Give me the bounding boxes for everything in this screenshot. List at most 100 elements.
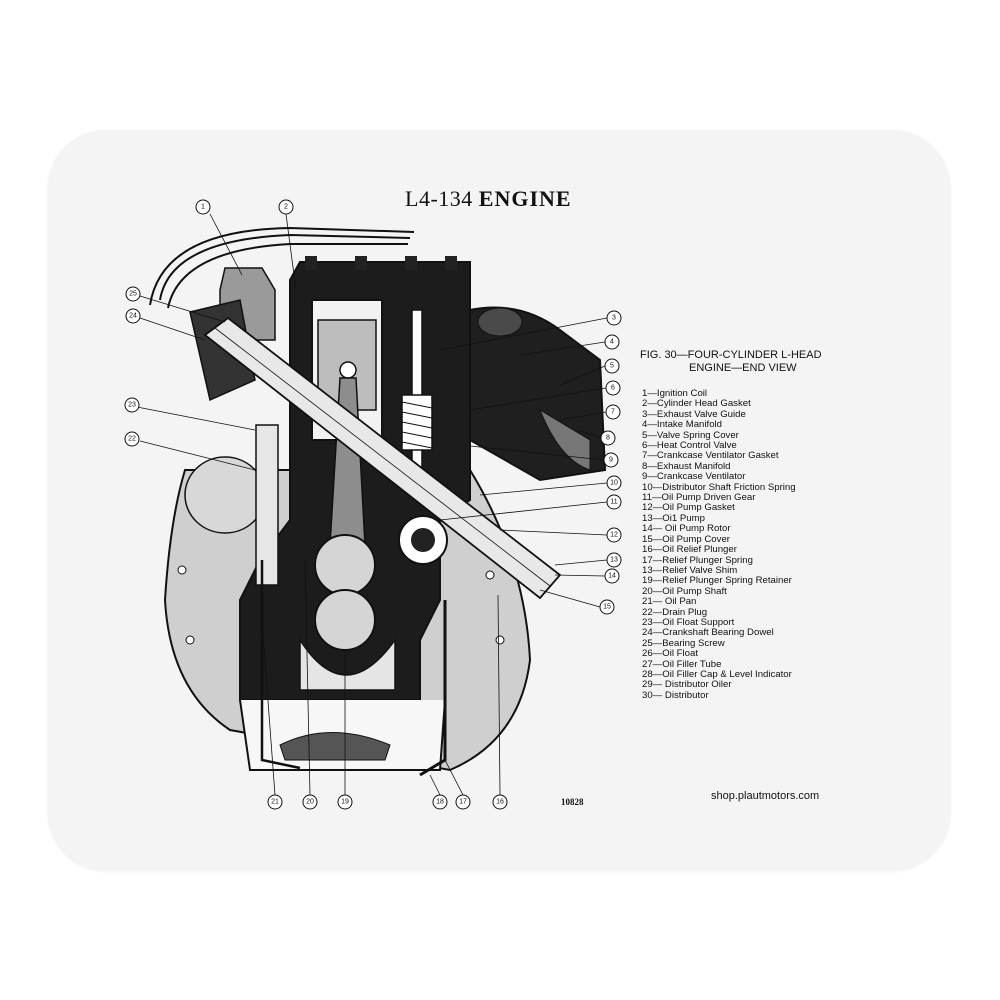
parts-legend: 1—Ignition Coil 2—Cylinder Head Gasket 3… [642,388,796,701]
legend-item: 2—Cylinder Head Gasket [642,398,751,410]
legend-item: 1—Ignition Coil [642,388,708,399]
callout-18: 18 [432,794,448,810]
callout-6: 6 [605,380,621,396]
legend-item: 16—Oil Relief Plunger [642,544,737,556]
legend-item: 15—Oil Pump Cover [642,533,730,545]
callout-14: 14 [604,568,620,584]
head-stud [445,256,457,270]
callout-7: 7 [605,404,621,420]
legend-item: 5—Valve Spring Cover [642,429,739,441]
callout-19: 19 [337,794,353,810]
crankshaft-journal [314,534,376,596]
callout-24: 24 [125,308,141,324]
legend-item: 9—Crankcase Ventilator [642,471,746,483]
callout-21: 21 [267,794,283,810]
callout-label: 16 [496,799,504,806]
housing-bolt [495,635,505,645]
legend-item: 21— Oil Pan [642,596,697,608]
callout-label: 1 [201,204,205,211]
figure-caption-line1: FIG. 30—FOUR-CYLINDER L-HEAD [640,349,822,361]
callout-20: 20 [302,794,318,810]
figure-caption: FIG. 30—FOUR-CYLINDER L-HEAD ENGINE—END … [640,349,880,375]
callout-8: 8 [600,430,616,446]
callout-9: 9 [603,452,619,468]
callout-label: 8 [606,435,610,442]
callout-22: 22 [124,431,140,447]
legend-item: 26—Oil Float [642,648,698,660]
callout-label: 6 [611,385,615,392]
callout-label: 9 [609,457,613,464]
legend-item: 17—Relief Plunger Spring [642,554,753,566]
callout-label: 20 [306,799,314,806]
callout-15: 15 [599,599,615,615]
ignition-wires [149,226,415,306]
callout-label: 10 [610,480,618,487]
callout-16: 16 [492,794,508,810]
legend-item: 29— Distributor Oiler [642,679,732,691]
title-prefix: L4-134 [405,186,473,211]
legend-item: 7—Crankcase Ventilator Gasket [642,450,779,462]
valve-spring-coils [401,401,433,449]
legend-item: 14— Oil Pump Rotor [642,523,731,535]
legend-item: 23—Oil Float Support [642,616,735,628]
oil-pump-gear-hub [411,528,435,552]
callout-23: 23 [124,397,140,413]
ignition-wires [159,233,411,301]
manifold-port [477,307,523,337]
legend-item: 10—Distributor Shaft Friction Spring [642,481,796,493]
legend-item: 27—Oil Filler Tube [642,658,722,670]
legend-item: 19—Relief Plunger Spring Retainer [642,575,792,587]
callout-3: 3 [606,310,622,326]
head-stud [405,256,417,270]
callout-label: 18 [436,799,444,806]
callout-13: 13 [606,552,622,568]
distributor [189,299,256,402]
callout-label: 12 [610,532,618,539]
callout-label: 5 [610,363,614,370]
legend-item: 22—Drain Plug [642,606,708,618]
flywheel [184,456,266,534]
ignition-wires [167,243,408,309]
callout-label: 4 [610,339,614,346]
callout-25: 25 [125,286,141,302]
diagram-title: L4-134 ENGINE [405,186,572,212]
legend-item: 25—Bearing Screw [642,637,725,649]
head-stud [355,256,367,270]
housing-bolt [485,570,495,580]
crankshaft-counterweight [299,637,396,691]
exhaust-outlet [538,408,591,471]
callout-label: 19 [341,799,349,806]
callout-17: 17 [455,794,471,810]
callout-label: 2 [284,204,288,211]
callout-label: 7 [611,409,615,416]
legend-item: 3—Exhaust Valve Guide [642,408,746,420]
oil-filler-tube [255,424,279,586]
legend-item: 4—Intake Manifold [642,419,722,431]
callout-label: 17 [459,799,467,806]
legend-item: 28—Oil Filler Cap & Level Indicator [642,668,792,680]
callout-label: 24 [129,313,137,320]
callout-label: 15 [603,604,611,611]
shop-url: shop.plautmotors.com [711,790,820,802]
callout-12: 12 [606,527,622,543]
callout-label: 22 [128,436,136,443]
legend-item: 12—Oil Pump Gasket [642,502,735,514]
distributor-shaft-centerline [214,327,551,587]
legend-item: 8—Exhaust Manifold [642,460,731,472]
legend-item: 24—Crankshaft Bearing Dowel [642,627,774,639]
callout-2: 2 [278,199,294,215]
callout-label: 25 [129,291,137,298]
callout-10: 10 [606,475,622,491]
title-main: ENGINE [478,186,572,211]
callout-label: 14 [608,573,616,580]
crankshaft-journal [314,589,376,651]
legend-item: 30— Distributor [642,689,709,701]
callout-11: 11 [606,494,622,510]
callout-4: 4 [604,334,620,350]
callout-1: 1 [195,199,211,215]
drawing-number: 10828 [561,797,584,807]
oil-float [279,732,391,761]
callout-label: 21 [271,799,279,806]
legend-item: 11—Oil Pump Driven Gear [642,492,756,504]
